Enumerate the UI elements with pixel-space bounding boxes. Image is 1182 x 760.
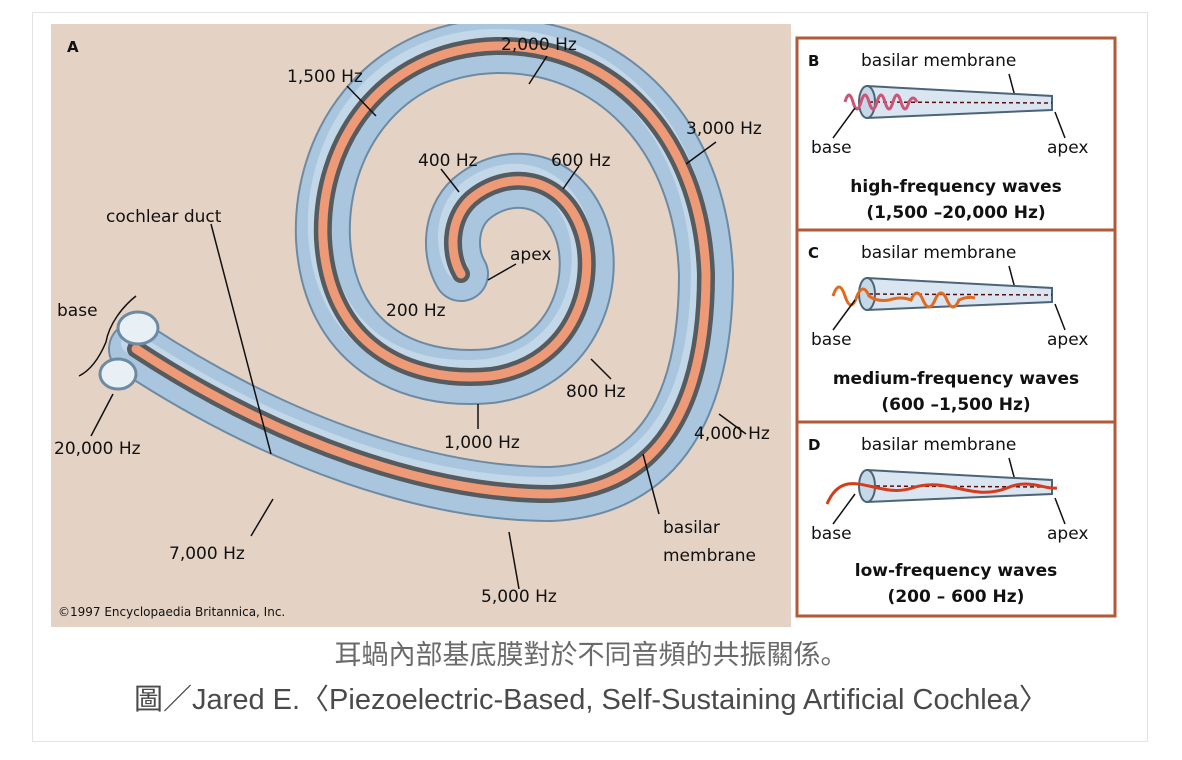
label-400hz: 400 Hz — [418, 151, 478, 171]
label-5000hz: 5,000 Hz — [481, 587, 557, 607]
panel-d-title: low-frequency waves — [855, 561, 1057, 581]
panel-a-letter: A — [67, 38, 79, 56]
panel-d-membrane-line — [868, 485, 1053, 488]
panel-d-apex-label: apex — [1047, 524, 1088, 544]
panel-d-range: (200 – 600 Hz) — [888, 587, 1025, 607]
panel-b-apex-pointer — [1054, 111, 1066, 139]
base-opening-lower — [98, 357, 138, 391]
label-600hz: 600 Hz — [551, 151, 611, 171]
panel-c-membrane-line — [868, 293, 1053, 296]
label-1500hz: 1,500 Hz — [287, 67, 363, 87]
panel-d-frame — [795, 420, 1117, 618]
label-1000hz: 1,000 Hz — [444, 433, 520, 453]
credit-text: ©1997 Encyclopaedia Britannica, Inc. — [58, 605, 285, 619]
panel-c-frame — [795, 228, 1117, 424]
panel-d: D basilar membrane base apex low-frequen… — [795, 420, 1117, 618]
panel-c-title: medium-frequency waves — [833, 369, 1079, 389]
base-opening-upper — [116, 310, 160, 346]
label-membrane: membrane — [663, 546, 756, 566]
label-7000hz: 7,000 Hz — [169, 544, 245, 564]
panel-d-base-pointer — [832, 493, 856, 525]
panel-d-letter: D — [808, 436, 820, 454]
panel-b-apex-label: apex — [1047, 138, 1088, 158]
panel-b-range: (1,500 –20,000 Hz) — [866, 203, 1045, 223]
label-cochlear-duct: cochlear duct — [106, 207, 222, 227]
figure-caption: 耳蝸內部基底膜對於不同音頻的共振關係。 — [334, 640, 848, 671]
panel-c-base-label: base — [811, 330, 852, 350]
panel-d-membrane-label: basilar membrane — [861, 435, 1016, 455]
cochlea-figure: A 2,000 Hz 1,500 Hz 3,000 Hz 400 Hz 600 … — [51, 24, 1117, 627]
label-4000hz: 4,000 Hz — [694, 424, 770, 444]
label-3000hz: 3,000 Hz — [686, 119, 762, 139]
panel-b-title: high-frequency waves — [850, 177, 1061, 197]
label-200hz: 200 Hz — [386, 301, 446, 321]
panel-b-base-label: base — [811, 138, 852, 158]
leader-lines — [78, 55, 747, 590]
panel-c-letter: C — [808, 244, 819, 262]
label-apex: apex — [510, 245, 551, 265]
panel-b-membrane-label: basilar membrane — [861, 51, 1016, 71]
panel-b-wave — [843, 93, 919, 111]
panel-c-base-pointer — [832, 299, 856, 331]
label-basilar: basilar — [663, 518, 720, 538]
panel-d-apex-pointer — [1054, 497, 1066, 525]
panel-d-wave — [825, 482, 1058, 505]
figure-credit-caption: 圖／Jared E.〈Piezoelectric-Based, Self-Sus… — [134, 684, 1048, 716]
panel-c-apex-label: apex — [1047, 330, 1088, 350]
panel-b-letter: B — [808, 52, 819, 70]
label-base: base — [57, 301, 98, 321]
panel-c-apex-pointer — [1054, 303, 1066, 331]
panel-b-tube-end — [858, 85, 876, 119]
panel-b-base-pointer — [832, 107, 856, 139]
panel-c-membrane-label: basilar membrane — [861, 243, 1016, 263]
panel-d-base-label: base — [811, 524, 852, 544]
label-2000hz: 2,000 Hz — [501, 35, 577, 55]
panel-b: B basilar membrane base apex high-freque… — [795, 36, 1117, 232]
panel-c: C basilar membrane base apex medium-freq… — [795, 228, 1117, 424]
panel-c-range: (600 –1,500 Hz) — [881, 395, 1030, 415]
label-800hz: 800 Hz — [566, 382, 626, 402]
panel-b-frame — [795, 36, 1117, 232]
label-20000hz: 20,000 Hz — [54, 439, 141, 459]
